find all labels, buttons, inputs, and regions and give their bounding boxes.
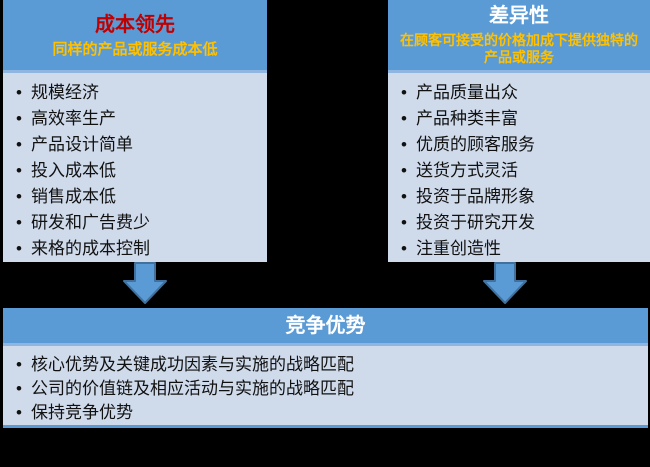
list-item: 投资于研究开发 — [398, 210, 642, 236]
list-item: 规模经济 — [13, 80, 259, 106]
list-item: 来格的成本控制 — [13, 236, 259, 262]
list-item: 注重创造性 — [398, 236, 642, 262]
down-arrow-icon — [123, 262, 167, 304]
differentiation-body: 产品质量出众产品种类丰富优质的顾客服务送货方式灵活投资于品牌形象投资于研究开发注… — [388, 73, 650, 262]
cost-leadership-header: 成本领先 同样的产品或服务成本低 — [3, 0, 267, 73]
differentiation-title: 差异性 — [489, 5, 549, 27]
cost-leadership-list: 规模经济高效率生产产品设计简单投入成本低销售成本低研发和广告费少来格的成本控制 — [13, 80, 259, 262]
list-item: 产品质量出众 — [398, 80, 642, 106]
differentiation-header: 差异性 在顾客可接受的价格加成下提供独特的产品或服务 — [388, 0, 650, 73]
list-item: 送货方式灵活 — [398, 158, 642, 184]
competitive-advantage-header: 竞争优势 — [3, 308, 648, 346]
differentiation-list: 产品质量出众产品种类丰富优质的顾客服务送货方式灵活投资于品牌形象投资于研究开发注… — [398, 80, 642, 262]
list-item: 销售成本低 — [13, 184, 259, 210]
list-item: 研发和广告费少 — [13, 210, 259, 236]
cost-leadership-body: 规模经济高效率生产产品设计简单投入成本低销售成本低研发和广告费少来格的成本控制 — [3, 73, 267, 262]
list-item: 优质的顾客服务 — [398, 132, 642, 158]
differentiation-box: 差异性 在顾客可接受的价格加成下提供独特的产品或服务 产品质量出众产品种类丰富优… — [388, 0, 650, 262]
list-item: 高效率生产 — [13, 106, 259, 132]
list-item: 核心优势及关键成功因素与实施的战略匹配 — [13, 353, 640, 377]
list-item: 产品种类丰富 — [398, 106, 642, 132]
cost-leadership-title: 成本领先 — [95, 13, 175, 36]
competitive-advantage-box: 竞争优势 核心优势及关键成功因素与实施的战略匹配公司的价值链及相应活动与实施的战… — [3, 308, 648, 428]
list-item: 投入成本低 — [13, 158, 259, 184]
list-item: 保持竞争优势 — [13, 401, 640, 425]
cost-leadership-subtitle: 同样的产品或服务成本低 — [52, 40, 218, 58]
competitive-advantage-list: 核心优势及关键成功因素与实施的战略匹配公司的价值链及相应活动与实施的战略匹配保持… — [13, 353, 640, 425]
list-item: 产品设计简单 — [13, 132, 259, 158]
differentiation-subtitle: 在顾客可接受的价格加成下提供独特的产品或服务 — [400, 32, 638, 65]
list-item: 公司的价值链及相应活动与实施的战略匹配 — [13, 377, 640, 401]
competitive-advantage-body: 核心优势及关键成功因素与实施的战略匹配公司的价值链及相应活动与实施的战略匹配保持… — [3, 346, 648, 425]
cost-leadership-box: 成本领先 同样的产品或服务成本低 规模经济高效率生产产品设计简单投入成本低销售成… — [3, 0, 267, 262]
competitive-advantage-title: 竞争优势 — [285, 314, 366, 337]
list-item: 投资于品牌形象 — [398, 184, 642, 210]
down-arrow-icon — [483, 262, 527, 304]
